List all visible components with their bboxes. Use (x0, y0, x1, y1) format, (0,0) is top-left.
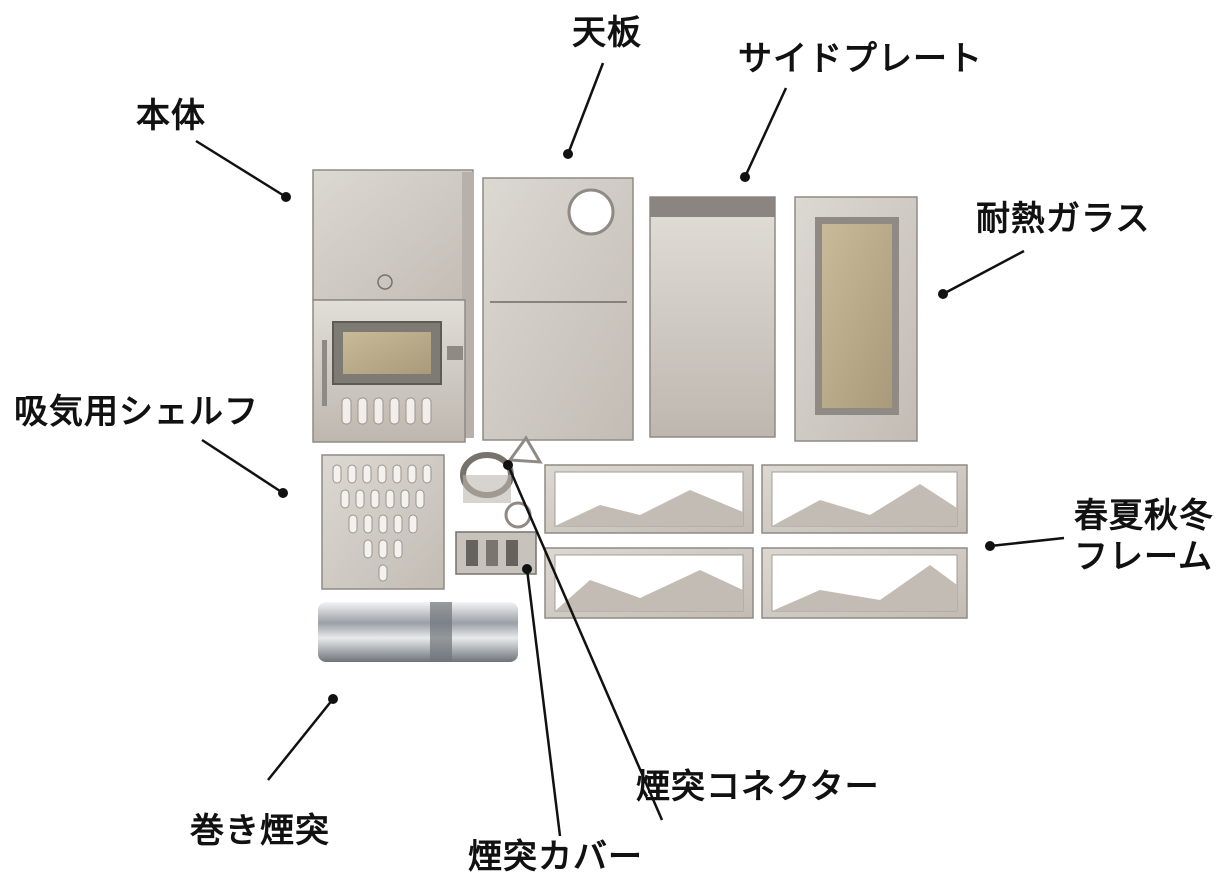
leader-dot-hontai (281, 192, 291, 202)
leader-frame (989, 536, 1065, 548)
label-maki-entotsu: 巻き煙突 (190, 811, 330, 851)
leader-dot-connector (503, 460, 513, 470)
label-connector: 煙突コネクター (636, 767, 880, 807)
leader-dot-maki (328, 694, 338, 704)
leader-cover (525, 568, 562, 837)
top-plate (482, 177, 634, 441)
rolled-chimney (318, 602, 518, 662)
label-tenban: 天板 (572, 13, 642, 53)
stove-body (312, 169, 474, 443)
side-plate (649, 196, 776, 438)
label-shelf: 吸気用シェルフ (14, 392, 259, 432)
label-frame-line1: 春夏秋冬 (1074, 496, 1214, 536)
leader-dot-cover (522, 564, 532, 574)
leader-tenban (566, 62, 605, 155)
leader-maki (267, 698, 334, 781)
leader-hontai (195, 139, 287, 199)
leader-dot-tenban (563, 149, 573, 159)
label-side-plate: サイドプレート (738, 39, 983, 79)
label-frame-line2: フレーム (1074, 537, 1213, 577)
leader-dot-shelf (278, 488, 288, 498)
leader-shelf (201, 438, 284, 495)
label-cover: 煙突カバー (468, 837, 643, 877)
intake-shelf (321, 454, 445, 590)
leader-glass (942, 249, 1025, 296)
leader-side-plate (743, 87, 788, 178)
leader-connector (506, 464, 664, 821)
season-frames (544, 464, 968, 619)
label-hontai: 本体 (136, 96, 206, 136)
leader-dot-frame (985, 541, 995, 551)
leader-dot-glass (938, 289, 948, 299)
label-glass: 耐熱ガラス (976, 199, 1151, 239)
leader-dot-side-plate (740, 172, 750, 182)
glass-panel (794, 196, 918, 442)
